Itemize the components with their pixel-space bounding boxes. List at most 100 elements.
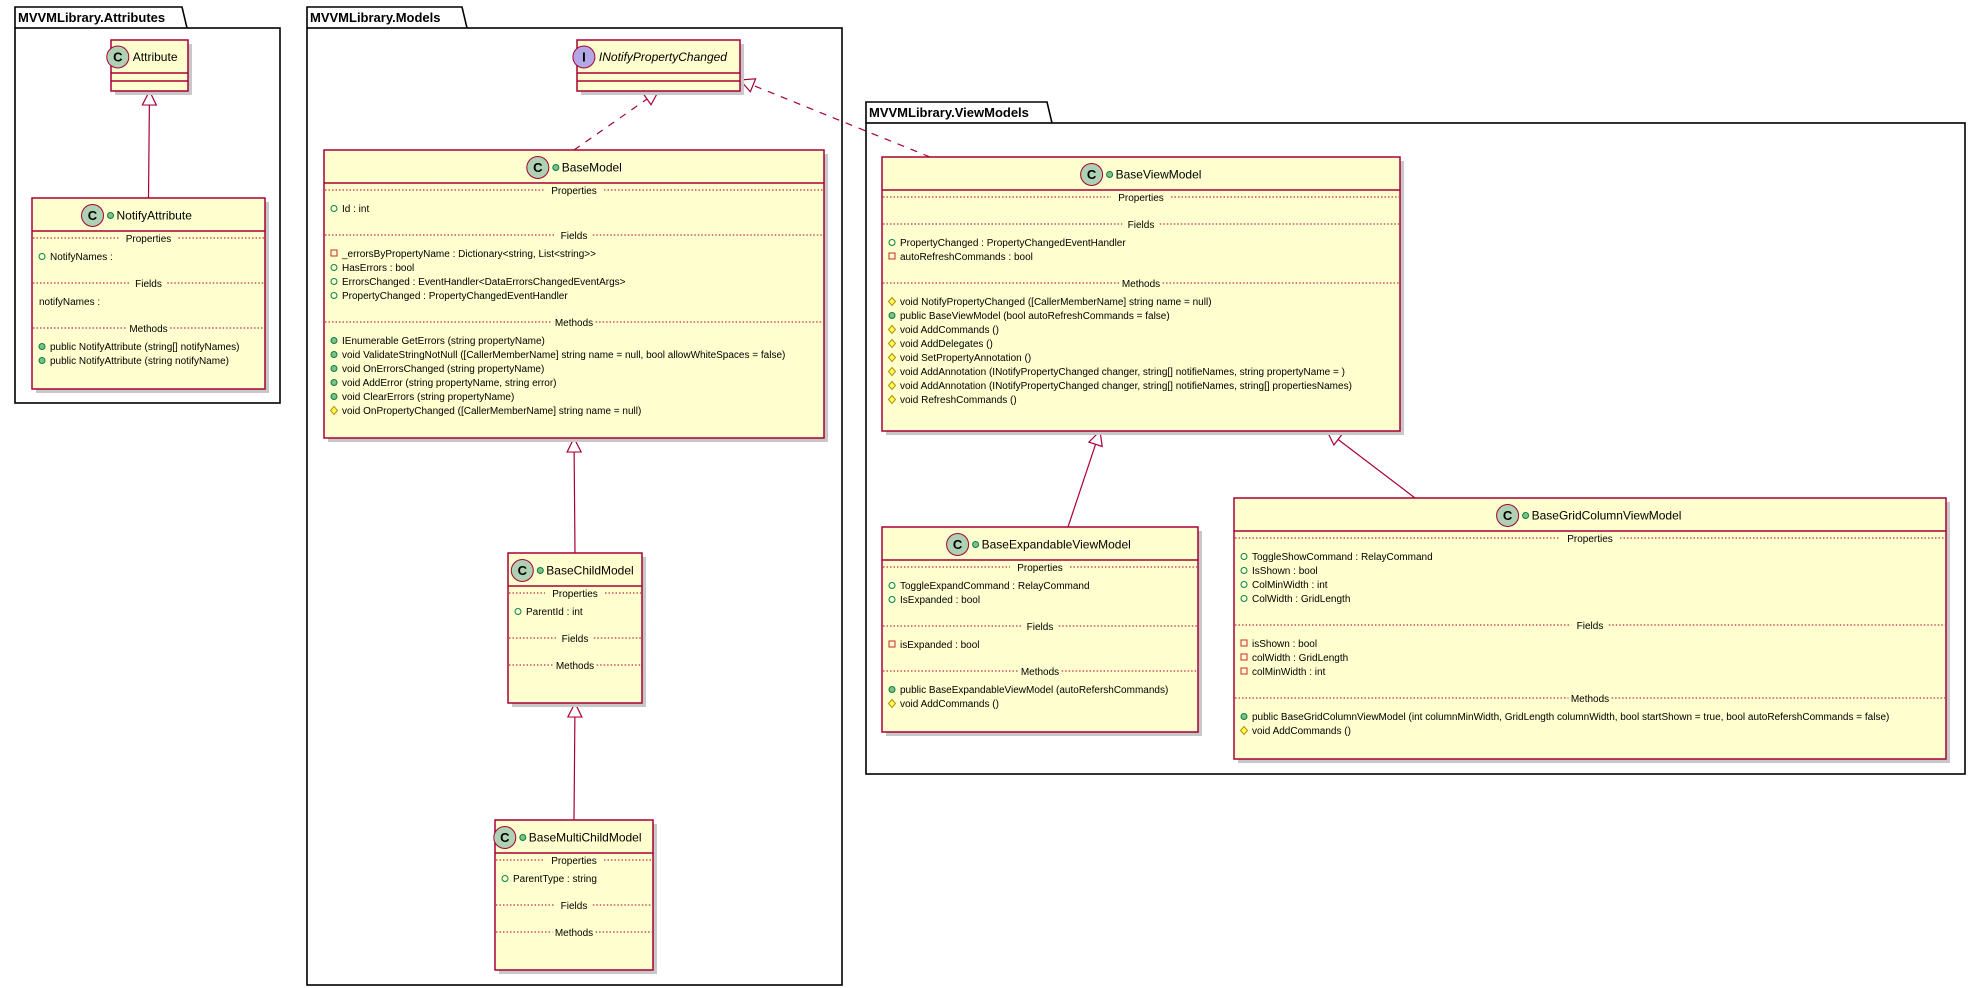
relation-extends	[566, 436, 583, 554]
public-member-icon	[1240, 567, 1248, 574]
stereotype-letter: C	[533, 160, 543, 175]
public-member-icon	[330, 278, 338, 285]
stereotype-letter: C	[1087, 167, 1097, 182]
public-visibility-icon	[38, 343, 46, 350]
class-member: colMinWidth : int	[1252, 667, 1326, 678]
stereotype-letter: I	[582, 50, 586, 65]
class-name: NotifyAttribute	[117, 209, 193, 223]
class-member: void ValidateStringNotNull ([CallerMembe…	[342, 350, 785, 361]
public-member-icon	[38, 253, 46, 260]
section-title: Fields	[135, 279, 162, 290]
relation-extends	[141, 89, 158, 199]
generalization-arrowhead	[141, 89, 158, 106]
class-icon	[493, 826, 517, 849]
class-member: _errorsByPropertyName : Dictionary<strin…	[341, 249, 596, 260]
section-title: Methods	[555, 928, 593, 939]
public-visibility-icon	[330, 365, 338, 372]
class-box	[881, 156, 1401, 432]
public-member-icon	[888, 596, 896, 603]
package-tab	[306, 6, 468, 29]
section-title: Fields	[1027, 622, 1054, 633]
package-name: MVVMLibrary.Models	[310, 10, 441, 25]
class-name: INotifyPropertyChanged	[599, 50, 727, 64]
class-name: BaseViewModel	[1116, 168, 1202, 182]
stereotype-letter: C	[953, 537, 963, 552]
class-member: ColWidth : GridLength	[1252, 594, 1350, 605]
package-tab	[14, 6, 188, 29]
public-member-icon	[330, 205, 338, 212]
generalization-arrowhead	[566, 701, 583, 718]
public-visibility-icon	[888, 686, 896, 693]
stereotype-letter: C	[1503, 508, 1513, 523]
public-class-icon	[552, 164, 560, 171]
class-member: Id : int	[342, 204, 369, 215]
protected-visibility-icon	[887, 338, 897, 349]
public-member-icon	[888, 582, 896, 589]
private-visibility-icon	[330, 249, 338, 257]
public-visibility-icon	[330, 351, 338, 358]
private-visibility-icon	[1240, 639, 1248, 647]
class-icon	[106, 45, 130, 69]
protected-visibility-icon	[1239, 725, 1249, 736]
class-member: void NotifyPropertyChanged ([CallerMembe…	[900, 297, 1212, 308]
relation-extends	[566, 701, 583, 821]
class-member: void AddAnnotation (INotifyPropertyChang…	[900, 367, 1345, 378]
public-member-icon	[514, 608, 522, 615]
protected-visibility-icon	[887, 296, 897, 307]
public-class-icon	[1106, 171, 1114, 178]
class-member: autoRefreshCommands : bool	[900, 252, 1033, 263]
class-inotify: I INotifyPropertyChanged	[572, 39, 744, 95]
class-box	[494, 819, 654, 971]
class-icon	[510, 559, 534, 582]
stereotype-letter: C	[518, 563, 528, 578]
class-icon	[946, 533, 970, 556]
relation-line	[147, 104, 150, 199]
protected-visibility-icon	[887, 394, 897, 405]
public-visibility-icon	[38, 357, 46, 364]
class-member: ToggleShowCommand : RelayCommand	[1252, 552, 1433, 563]
class-name: BaseMultiChildModel	[529, 831, 642, 845]
section-title: Properties	[1567, 534, 1613, 545]
class-member: PropertyChanged : PropertyChangedEventHa…	[342, 291, 568, 302]
class-member: public NotifyAttribute (string[] notifyN…	[50, 342, 240, 353]
section-title: Methods	[129, 324, 167, 335]
class-name: BaseModel	[562, 161, 622, 175]
class-member: isShown : bool	[1252, 639, 1317, 650]
public-class-icon	[536, 567, 544, 574]
section-title: Fields	[561, 231, 588, 242]
relation-line	[752, 84, 931, 158]
section-title: Fields	[562, 634, 589, 645]
section-title: Properties	[126, 234, 172, 245]
section-title: Methods	[555, 318, 593, 329]
section-title: Fields	[1128, 220, 1155, 231]
class-member: HasErrors : bool	[342, 263, 414, 274]
class-member: isExpanded : bool	[900, 640, 980, 651]
public-visibility-icon	[888, 312, 896, 319]
public-member-icon	[1240, 581, 1248, 588]
stereotype-letter: C	[88, 208, 98, 223]
relation-line	[573, 716, 576, 821]
protected-visibility-icon	[887, 324, 897, 335]
section-title: Methods	[1122, 279, 1160, 290]
public-member-icon	[888, 239, 896, 246]
class-member: public BaseGridColumnViewModel (int colu…	[1252, 712, 1889, 723]
class-box	[881, 526, 1199, 733]
protected-visibility-icon	[887, 380, 897, 391]
class-member: void AddCommands ()	[1252, 726, 1351, 737]
class-member: NotifyNames :	[50, 252, 113, 263]
class-member: void ClearErrors (string propertyName)	[342, 392, 514, 403]
public-class-icon	[107, 212, 114, 219]
class-member: colWidth : GridLength	[1252, 653, 1348, 664]
public-class-icon	[519, 834, 527, 841]
class-icon	[1496, 504, 1520, 527]
class-name: BaseExpandableViewModel	[982, 538, 1131, 552]
public-visibility-icon	[330, 337, 338, 344]
public-member-icon	[1240, 553, 1248, 560]
class-member: PropertyChanged : PropertyChangedEventHa…	[900, 238, 1126, 249]
section-title: Methods	[556, 661, 594, 672]
package-name: MVVMLibrary.Attributes	[18, 10, 165, 25]
